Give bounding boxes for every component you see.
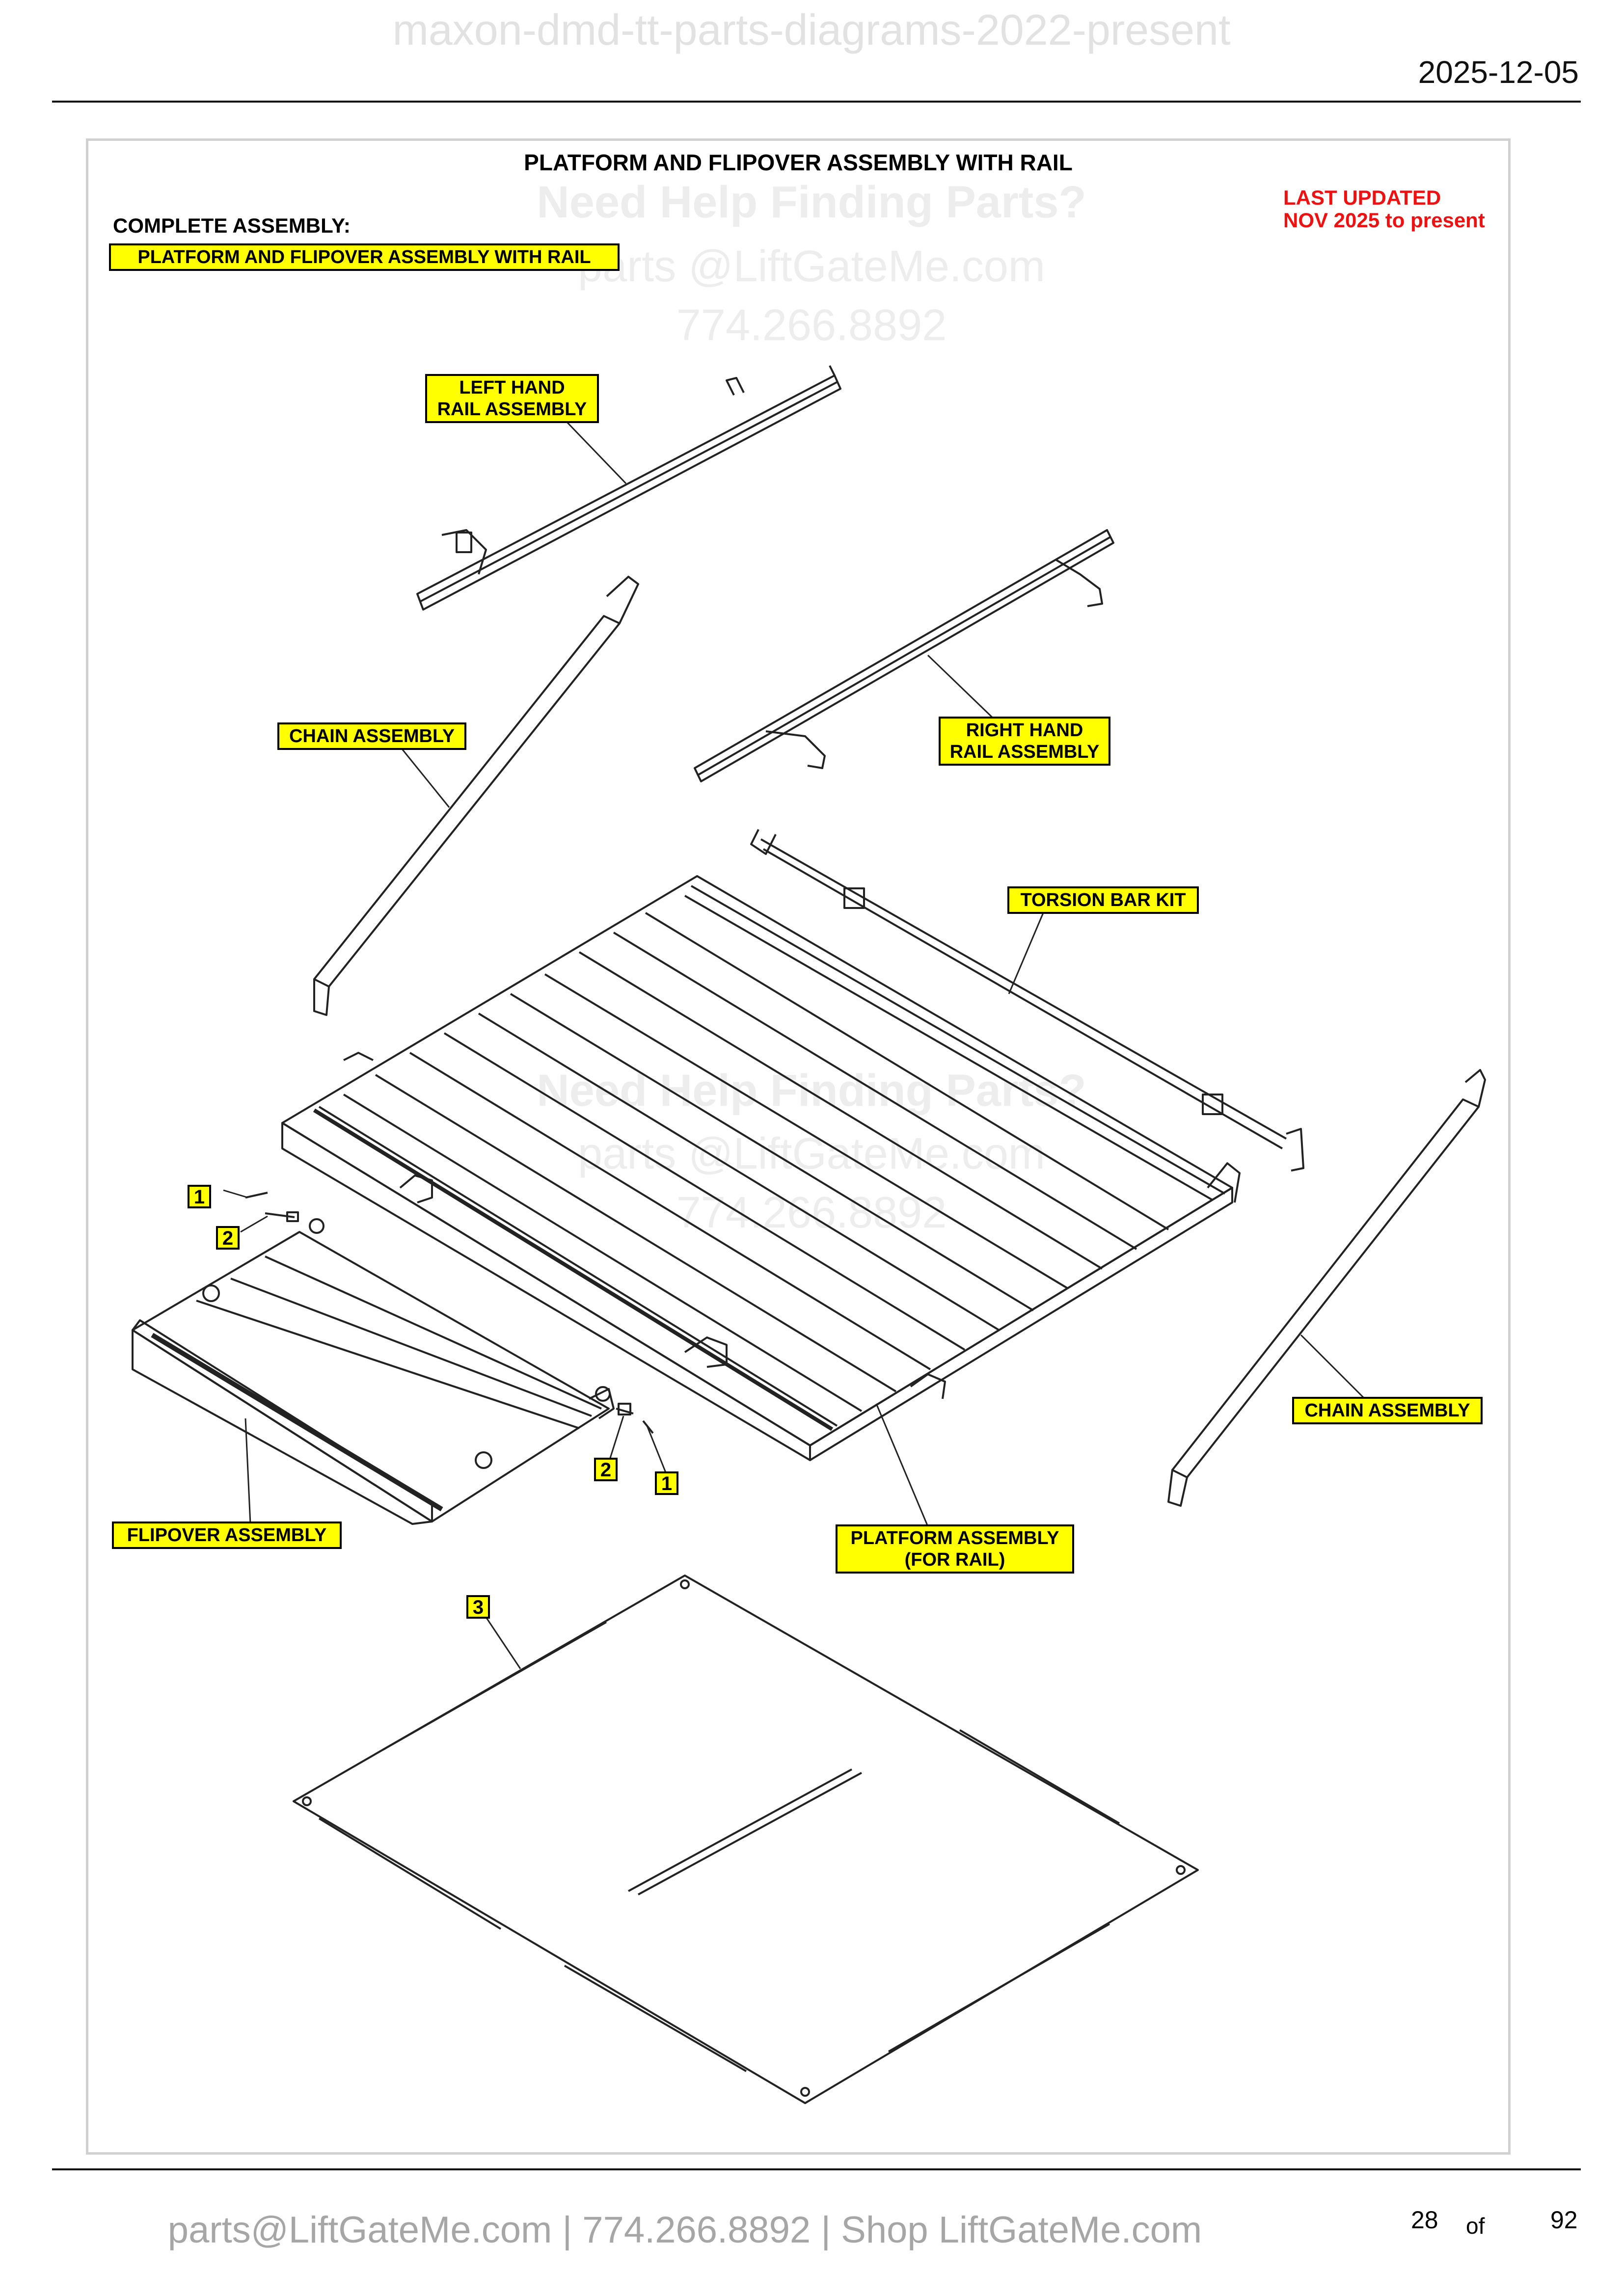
right-hand-rail-drawing [694,529,1114,782]
complete-assembly-label: COMPLETE ASSEMBLY: [113,214,351,237]
document-date: 2025-12-05 [1418,54,1579,90]
last-updated-note: LAST UPDATED NOV 2025 to present [1283,187,1485,232]
callout-left-hand-rail-line1: LEFT HAND [459,377,565,398]
callout-right-hand-rail-line1: RIGHT HAND [966,720,1083,741]
torsion-bar-kit-drawing [750,829,1304,1172]
watermark-phone-top: 774.266.8892 [676,301,947,350]
item-number-3: 3 [466,1595,490,1619]
callout-chain-assembly-right: CHAIN ASSEMBLY [1292,1397,1483,1424]
callout-flipover-assembly: FLIPOVER ASSEMBLY [112,1522,342,1549]
item-number-2-left: 2 [216,1226,240,1250]
platform-sheet-drawing [293,1575,1199,2104]
watermark-phone-mid: 774.266.8892 [676,1188,947,1237]
watermark-email-top: parts @LiftGateMe.com [578,242,1045,291]
callout-complete-assembly: PLATFORM AND FLIPOVER ASSEMBLY WITH RAIL [109,243,620,271]
footer-divider [52,2168,1581,2170]
callout-platform-assembly: PLATFORM ASSEMBLY (FOR RAIL) [836,1524,1074,1574]
leader-lines [223,419,1366,1669]
callout-platform-assembly-line1: PLATFORM ASSEMBLY [850,1528,1059,1548]
header-divider [52,101,1581,103]
callout-left-hand-rail: LEFT HAND RAIL ASSEMBLY [425,374,599,423]
footer-contact: parts@LiftGateMe.com | 774.266.8892 | Sh… [167,2209,1202,2251]
callout-platform-assembly-line2: (FOR RAIL) [904,1549,1005,1570]
diagram-frame [86,138,1511,2155]
callout-right-hand-rail: RIGHT HAND RAIL ASSEMBLY [939,717,1110,766]
watermark-headline-top: Need Help Finding Parts? [537,177,1086,227]
chain-assembly-left-drawing [313,576,639,1016]
page-number: 28 [1411,2206,1438,2234]
callout-left-hand-rail-line2: RAIL ASSEMBLY [437,399,587,420]
pin-hardware-drawing [245,1192,654,1434]
watermark-email-mid: parts @LiftGateMe.com [578,1129,1045,1178]
last-updated-line1: LAST UPDATED [1283,186,1441,209]
page-total: 92 [1550,2206,1578,2234]
last-updated-line2: NOV 2025 to present [1283,209,1485,232]
callout-right-hand-rail-line2: RAIL ASSEMBLY [949,742,1100,762]
callout-chain-assembly-left: CHAIN ASSEMBLY [277,722,466,750]
item-number-1-left: 1 [188,1185,211,1208]
document-title-watermark: maxon-dmd-tt-parts-diagrams-2022-present [392,5,1231,54]
diagram-title: PLATFORM AND FLIPOVER ASSEMBLY WITH RAIL [524,150,1073,175]
item-number-2-right: 2 [594,1458,618,1481]
item-number-1-right: 1 [655,1471,678,1495]
platform-assembly-drawing [281,875,1241,1461]
chain-assembly-right-drawing [1167,1069,1486,1507]
callout-torsion-bar-kit: TORSION BAR KIT [1007,886,1199,914]
flipover-assembly-drawing [132,1218,615,1525]
left-hand-rail-drawing [416,365,841,611]
page-of-label: of [1466,2213,1485,2239]
